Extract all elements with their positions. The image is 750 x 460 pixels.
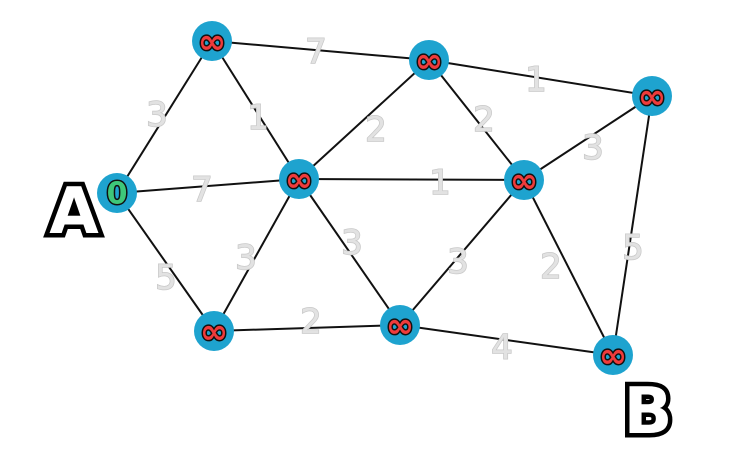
edge-n2-n3 — [213, 178, 300, 332]
edge-n1-n2 — [211, 40, 300, 180]
node-circle — [593, 335, 633, 375]
edge-n2-n6 — [298, 178, 401, 326]
node-circle — [97, 173, 137, 213]
edge-n7-B — [612, 95, 653, 356]
infinity-distance-value: ∞ — [638, 77, 666, 117]
graph-node-n4: ∞ — [409, 40, 449, 83]
infinity-distance-value: ∞ — [198, 22, 226, 62]
edge-weight-label: 2 — [473, 100, 495, 140]
edge-weight-label: 2 — [540, 247, 562, 287]
edge-n5-n7 — [523, 95, 653, 181]
edge-A-n3 — [116, 192, 215, 332]
endpoint-label-B: B — [624, 375, 673, 449]
edge-weight-label: 3 — [235, 238, 257, 278]
node-circle — [504, 160, 544, 200]
edge-A-n2 — [116, 178, 300, 194]
edge-weight-label: 2 — [365, 110, 387, 150]
endpoint-label-A: A — [49, 175, 99, 249]
infinity-distance-value: ∞ — [386, 306, 414, 346]
node-circle — [279, 159, 319, 199]
graph-node-n1: ∞ — [192, 21, 232, 64]
nodes-layer: 0 ∞ ∞ ∞ ∞ ∞ ∞ ∞ ∞ — [97, 21, 672, 378]
infinity-distance-value: ∞ — [200, 312, 228, 352]
edge-n2-n4 — [298, 59, 430, 180]
node-circle — [409, 40, 449, 80]
edge-weight-label: 3 — [582, 128, 604, 168]
edge-n4-n5 — [428, 59, 525, 181]
edge-weight-label: 1 — [525, 60, 547, 100]
edge-weight-label: 3 — [146, 95, 168, 135]
edge-n3-n6 — [213, 324, 401, 332]
endpoint-labels-layer: AB — [45, 171, 677, 454]
graph-node-n6: ∞ — [380, 305, 420, 348]
edge-n5-n6 — [399, 179, 525, 326]
graph-node-n3: ∞ — [194, 311, 234, 354]
edge-weight-label: 5 — [622, 228, 644, 268]
edge-weight-label: 1 — [429, 163, 451, 203]
edges-layer — [116, 40, 653, 356]
node-circle — [192, 21, 232, 61]
infinity-distance-value: ∞ — [599, 336, 627, 376]
edge-weight-label: 7 — [305, 32, 327, 72]
node-circle — [380, 305, 420, 345]
graph-node-n7: ∞ — [632, 76, 672, 119]
node-circle — [632, 76, 672, 116]
zero-distance-value: 0 — [107, 177, 128, 212]
edge-weight-label: 7 — [191, 170, 213, 210]
infinity-distance-value: ∞ — [510, 161, 538, 201]
edge-weight-label: 1 — [247, 98, 269, 138]
edge-weight-label: 3 — [447, 242, 469, 282]
edge-n5-B — [523, 179, 614, 356]
edge-n4-n7 — [428, 59, 653, 97]
node-circle — [194, 311, 234, 351]
edge-weight-label: 5 — [155, 258, 177, 298]
edge-weight-label: 3 — [341, 223, 363, 263]
graph-node-A: 0 — [97, 173, 137, 213]
edge-n6-B — [399, 324, 614, 356]
edge-A-n1 — [116, 40, 213, 194]
graph-node-n2: ∞ — [279, 159, 319, 202]
edge-weight-label: 2 — [300, 302, 322, 342]
graph-node-n5: ∞ — [504, 160, 544, 203]
edge-n2-n5 — [298, 178, 525, 181]
infinity-distance-value: ∞ — [415, 41, 443, 81]
infinity-distance-value: ∞ — [285, 160, 313, 200]
edge-weight-label: 4 — [491, 328, 513, 368]
graph-node-B: ∞ — [593, 335, 633, 378]
edge-n1-n4 — [211, 40, 430, 61]
